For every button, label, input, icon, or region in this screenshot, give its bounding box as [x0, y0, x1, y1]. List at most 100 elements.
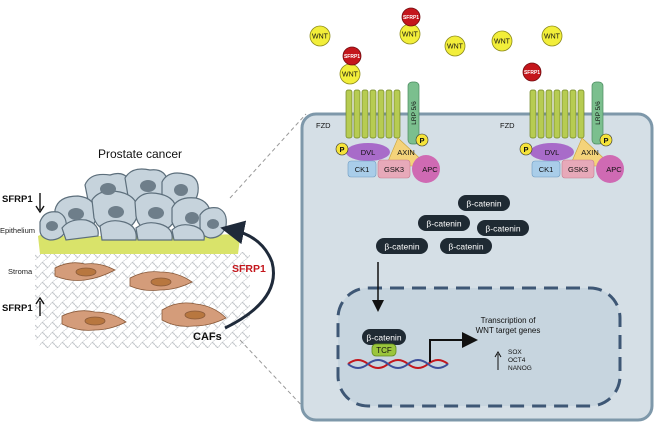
apc-protein: [412, 155, 440, 183]
fzd-helix: [345, 89, 353, 139]
sfrp1-ligand: [401, 7, 421, 27]
wnt-ligand: [541, 25, 563, 47]
lrp-label: LRP 5/6: [595, 101, 602, 125]
wnt-ligand: [444, 35, 466, 57]
phospho-dvl-label: P: [523, 145, 528, 154]
fzd-helix: [377, 89, 385, 139]
up-arrow-head-icon: [35, 296, 45, 305]
tcf-label: TCF: [376, 346, 392, 355]
fzd-helix: [545, 89, 553, 139]
phospho-axin-label: P: [419, 136, 424, 145]
down-arrow-head-icon: [35, 205, 45, 214]
phospho-dvl-icon: [519, 142, 533, 156]
stroma-label: Stroma: [8, 267, 33, 276]
fzd-helix: [361, 89, 369, 139]
ck1-label: CK1: [355, 165, 370, 174]
wnt-label: WNT: [402, 32, 419, 39]
phospho-axin-icon: [415, 133, 429, 147]
wnt-label: WNT: [312, 34, 329, 41]
beta-catenin-molecule: [418, 215, 470, 231]
ck1-protein: [531, 160, 561, 178]
sfrp1-ligand-label: SFRP1: [344, 54, 360, 60]
dna-strand-red: [347, 359, 449, 369]
fzd-helix: [577, 89, 585, 139]
zoom-line-top: [229, 113, 307, 199]
sfrp1-epithelium-label: SFRP1: [2, 194, 33, 205]
sfrp1-ligand: [342, 46, 362, 66]
paracrine-arrow: [220, 220, 275, 330]
transcription-label-line2: WNT target genes: [476, 326, 541, 335]
beta-catenin-molecule: [458, 195, 510, 211]
fzd-helix: [369, 89, 377, 139]
dna-strand-blue: [347, 359, 449, 369]
wnt-label: WNT: [544, 34, 561, 41]
gene-nanog: NANOG: [508, 365, 532, 372]
wnt-label: WNT: [494, 39, 511, 46]
gene-oct4: OCT4: [508, 357, 526, 364]
ck1-protein: [347, 160, 377, 178]
beta-catenin-molecule: [477, 220, 529, 236]
gsk3-label: GSK3: [568, 165, 588, 174]
epithelium-label: Epithelium: [0, 226, 35, 235]
zoom-line-bottom: [239, 339, 307, 411]
ck1-label: CK1: [539, 165, 554, 174]
phospho-axin-label: P: [603, 136, 608, 145]
beta-catenin-label: β-catenin: [426, 219, 461, 229]
phospho-dvl-label: P: [339, 145, 344, 154]
phospho-axin-icon: [599, 133, 613, 147]
lrp-receptor: [591, 81, 604, 145]
nucleus: [336, 286, 622, 408]
beta-catenin-molecule: [376, 238, 428, 254]
sfrp1-ligand-label: SFRP1: [524, 70, 540, 76]
transcription-label-line1: Transcription of: [481, 316, 537, 325]
lrp-label: LRP 5/6: [411, 101, 418, 125]
fzd-helix: [353, 89, 361, 139]
tcf-factor: [371, 343, 397, 357]
gsk3-protein: [561, 159, 595, 179]
axin-label: AXIN: [581, 148, 599, 157]
wnt-ligand: [309, 25, 331, 47]
wnt-label: WNT: [342, 72, 359, 79]
apc-protein: [596, 155, 624, 183]
fzd-helix: [385, 89, 393, 139]
epithelial-nuclei: [46, 180, 219, 231]
dvl-label: DVL: [545, 148, 560, 157]
phospho-dvl-icon: [335, 142, 349, 156]
nuclear-beta-catenin: [362, 329, 406, 345]
apc-label: APC: [606, 165, 622, 174]
beta-catenin-label: β-catenin: [384, 242, 419, 252]
fibroblast-cells: [54, 262, 227, 331]
cafs-label: CAFs: [193, 331, 222, 343]
nuclear-transcription: β-catenin TCF Transcription of WNT targe…: [347, 316, 541, 372]
sfrp1-stroma-label: SFRP1: [2, 303, 33, 314]
gsk3-protein: [377, 159, 411, 179]
sfrp1-ligand-label: SFRP1: [403, 15, 419, 21]
sfrp1-ligand: [522, 62, 542, 82]
fzd-helix: [537, 89, 545, 139]
sfrp1-paracrine-label: SFRP1: [232, 263, 266, 275]
prostate-cancer-title: Prostate cancer: [98, 147, 182, 161]
gene-sox: SOX: [508, 349, 522, 356]
wnt-ligand: [491, 30, 513, 52]
axin-label: AXIN: [397, 148, 415, 157]
wnt-label: WNT: [447, 44, 464, 51]
beta-catenin-label: β-catenin: [485, 224, 520, 234]
dvl-protein: [346, 143, 390, 161]
lrp-receptor: [407, 81, 420, 145]
gsk3-label: GSK3: [384, 165, 404, 174]
fzd-label: FZD: [500, 121, 515, 130]
beta-catenin-molecule: [440, 238, 492, 254]
fzd-helix: [561, 89, 569, 139]
beta-catenin-label: β-catenin: [448, 242, 483, 252]
fzd-helix: [529, 89, 537, 139]
fzd-label: FZD: [316, 121, 331, 130]
fzd-helix: [553, 89, 561, 139]
transcription-start-arrow: [429, 332, 478, 362]
apc-label: APC: [422, 165, 438, 174]
upregulation-arrow-head-icon: [494, 351, 502, 358]
